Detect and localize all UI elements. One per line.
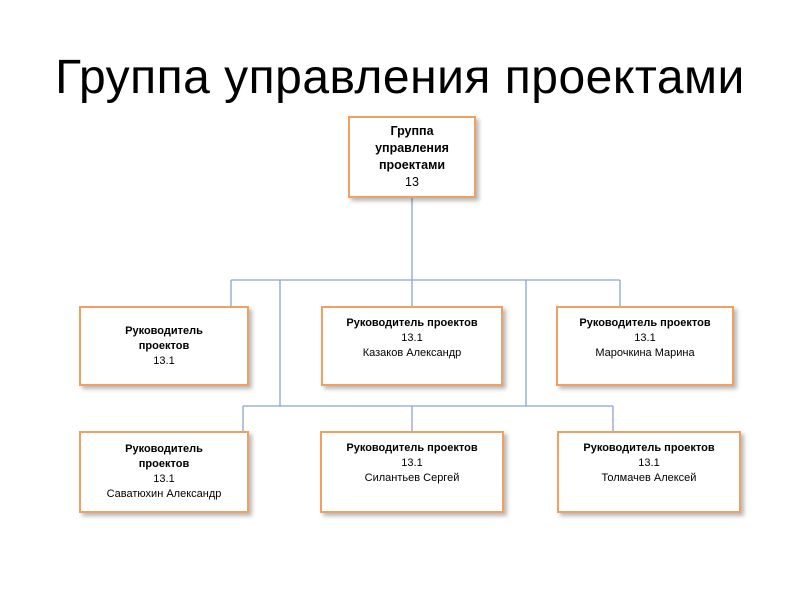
org-node-row1-middle: Руководитель проектов 13.1 Казаков Алекс…	[321, 306, 503, 386]
node-role-line: Руководитель	[125, 324, 203, 337]
node-person: Толмачев Алексей	[601, 472, 697, 484]
node-code: 13.1	[401, 332, 423, 344]
org-node-row2-left: Руководитель проектов 13.1 Саватюхин Але…	[79, 431, 249, 513]
node-role-line: Руководитель	[125, 443, 203, 455]
node-person: Казаков Александр	[362, 347, 462, 359]
node-role-line: проектов	[138, 339, 190, 352]
org-node-row1-right: Руководитель проектов 13.1 Марочкина Мар…	[556, 306, 734, 386]
node-role-line: Руководитель проектов	[346, 442, 478, 454]
org-node-row1-left: Руководитель проектов 13.1	[79, 306, 249, 386]
org-node-row2-right: Руководитель проектов 13.1 Толмачев Алек…	[557, 431, 741, 513]
node-code: 13.1	[153, 354, 175, 367]
node-person: Марочкина Марина	[595, 347, 695, 359]
node-code: 13.1	[153, 473, 175, 485]
node-role-line: проектов	[138, 458, 190, 470]
node-role-line: Группа	[390, 124, 434, 138]
node-code: 13.1	[401, 457, 423, 469]
node-person: Силантьев Сергей	[364, 472, 460, 484]
node-code: 13.1	[634, 332, 656, 344]
node-role-line: Руководитель проектов	[579, 317, 711, 329]
node-role-line: управления	[375, 141, 449, 155]
org-node-root: Группа управления проектами 13	[348, 116, 476, 198]
node-code: 13.1	[638, 457, 660, 469]
node-role-line: Руководитель проектов	[346, 317, 478, 329]
slide-title: Группа управления проектами	[55, 51, 745, 104]
org-node-row2-middle: Руководитель проектов 13.1 Силантьев Сер…	[320, 431, 504, 513]
node-person: Саватюхин Александр	[106, 488, 222, 500]
node-role-line: Руководитель проектов	[583, 442, 715, 454]
node-role-line: проектами	[378, 158, 446, 172]
node-code: 13	[405, 175, 419, 189]
